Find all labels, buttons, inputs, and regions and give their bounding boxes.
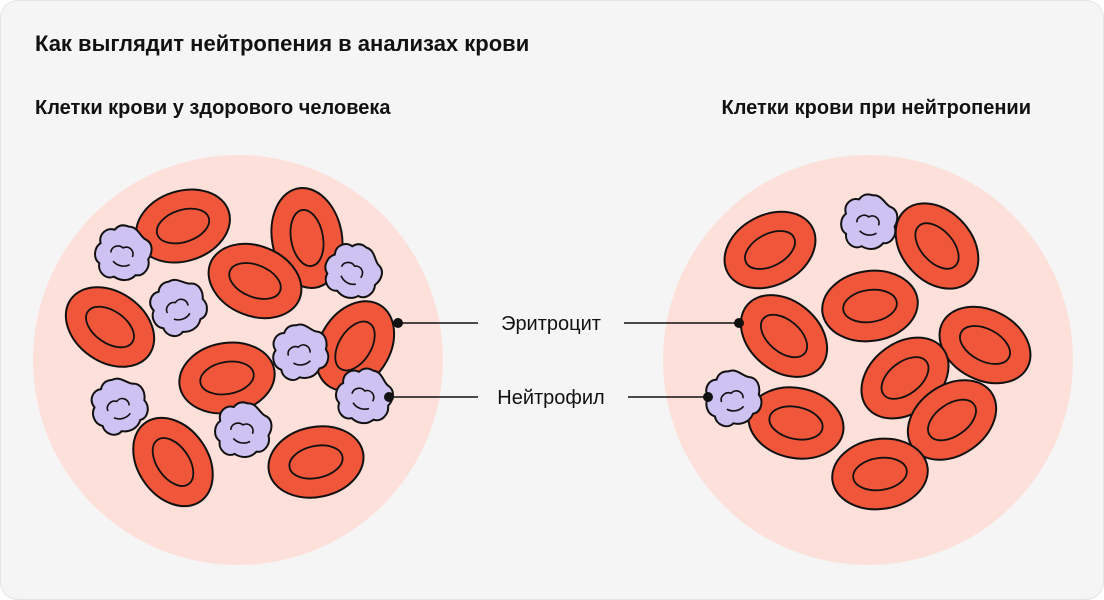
healthy-panel-label: Клетки крови у здорового человека	[35, 97, 391, 119]
neutropenia-panel-label: Клетки крови при нейтропении	[721, 97, 1031, 119]
neutropenia-sample	[663, 155, 1073, 565]
callout-dot	[393, 318, 403, 328]
page-title: Как выглядит нейтропения в анализах кров…	[35, 31, 530, 56]
erythrocyte-callout: Эритроцит	[393, 313, 744, 335]
callout-dot	[703, 392, 713, 402]
callout-dot	[734, 318, 744, 328]
neutrophil-callout: Нейтрофил	[384, 387, 713, 409]
callout-dot	[384, 392, 394, 402]
erythrocyte-label: Эритроцит	[501, 313, 601, 335]
neutrophil-label: Нейтрофил	[497, 387, 604, 409]
healthy-sample	[33, 155, 443, 565]
